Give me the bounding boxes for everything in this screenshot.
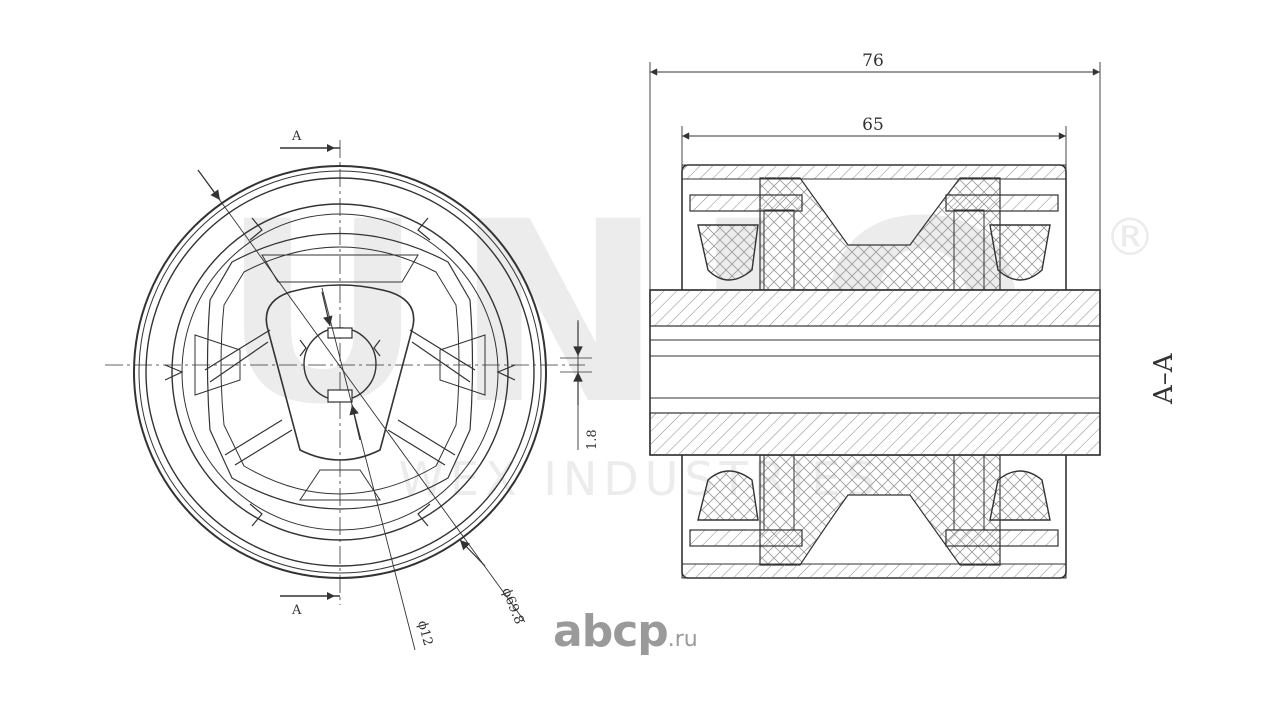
- rubber-pad-top-left: [697, 224, 759, 281]
- abcp-logo: abcp.ru: [553, 606, 698, 657]
- section-label-bottom: A: [291, 603, 302, 618]
- rubber-pad-top-right: [989, 224, 1051, 281]
- outer-ring: [133, 165, 547, 579]
- bore-diameter-leader: [321, 287, 416, 651]
- brand-name: abcp: [553, 606, 669, 657]
- outer-diameter-leader: [197, 169, 526, 623]
- overall-length-label: 76: [862, 51, 884, 71]
- outer-diameter-label: ϕ69.8: [498, 586, 526, 627]
- triangular-hub: [265, 284, 415, 461]
- bore-diameter-label: ϕ12: [414, 619, 435, 647]
- offset-dimension-label: 1.8: [585, 429, 600, 450]
- rubber-pad-bottom-right: [989, 470, 1051, 521]
- inner-cage: [164, 217, 516, 527]
- rubber-pad-bottom-left: [697, 470, 759, 521]
- front-view: [105, 140, 592, 651]
- section-title: A–A: [1149, 352, 1179, 405]
- brand-suffix: .ru: [667, 627, 698, 652]
- section-view: [649, 62, 1101, 579]
- section-label-top: A: [291, 129, 302, 144]
- watermark-registered-mark: ®: [1104, 208, 1156, 268]
- inner-length-label: 65: [862, 115, 884, 135]
